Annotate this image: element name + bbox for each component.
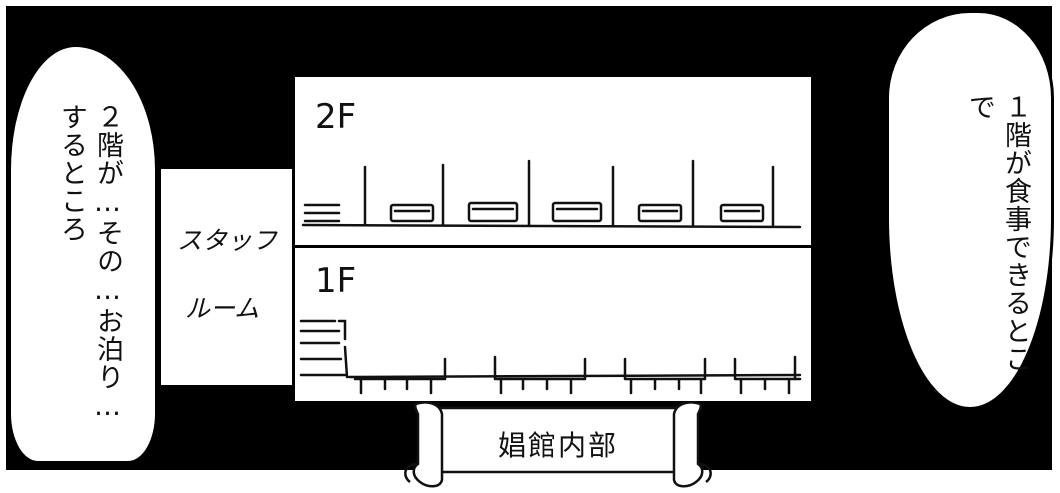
table xyxy=(493,355,587,395)
staff-room-label-line1: スタッフ xyxy=(177,226,278,255)
bed xyxy=(637,203,683,223)
speech-bubble-left: ２階が…その…お泊り…するところ xyxy=(8,44,158,464)
bed xyxy=(719,203,765,223)
floor-divider xyxy=(295,245,811,248)
floor-1f-base xyxy=(347,373,802,379)
building-floor-plan: 2F 1F xyxy=(292,74,814,404)
banner-title: 娼館内部 xyxy=(497,429,618,462)
stairs-2f xyxy=(303,203,341,223)
floor-plan-drawing xyxy=(299,159,802,395)
scroll-banner-icon xyxy=(404,401,712,488)
staff-room-box: スタッフ ルーム xyxy=(158,166,296,388)
stairs-1f xyxy=(299,319,347,377)
staff-room-label-line2: ルーム xyxy=(185,294,260,323)
bed xyxy=(389,203,435,223)
scroll-banner: 娼館内部 xyxy=(398,398,718,490)
table xyxy=(623,357,707,395)
bed xyxy=(467,201,519,223)
bed xyxy=(551,201,603,223)
floor-1-label: 1F xyxy=(315,261,357,301)
floor-2f-base xyxy=(301,223,802,229)
table xyxy=(353,357,447,395)
speech-text-right: １階が食事できるとこで xyxy=(964,93,1031,373)
speech-text-left: ２階が…その…お泊り…するところ xyxy=(56,103,123,423)
speech-bubble-right: １階が食事できるとこで xyxy=(886,10,1054,410)
floor-2-label: 2F xyxy=(315,97,357,137)
table xyxy=(733,355,802,395)
